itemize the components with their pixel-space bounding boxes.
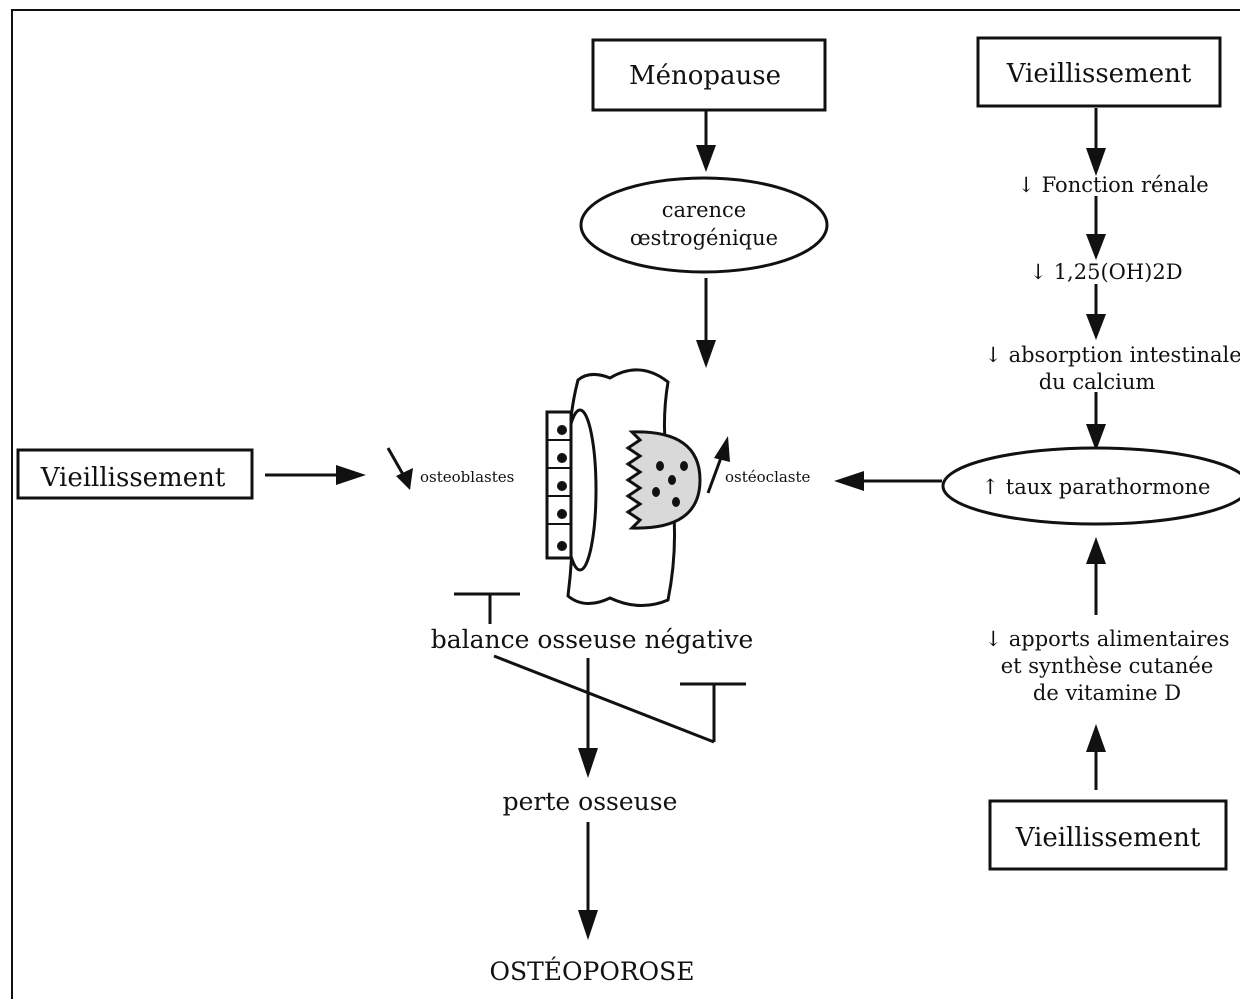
osteoblasts-decrease-arrow bbox=[388, 448, 413, 490]
arrow-aging-to-intake bbox=[1086, 724, 1106, 790]
aging-node-top: Vieillissement bbox=[978, 38, 1220, 106]
aging-node-left: Vieillissement bbox=[18, 450, 252, 498]
aging-bottom-label: Vieillissement bbox=[1015, 823, 1201, 853]
absorption-line2: du calcium bbox=[1039, 370, 1156, 394]
vitamin-d-label: ↓ 1,25(OH)2D bbox=[1029, 260, 1182, 284]
osteoporosis-label: OSTÉOPOROSE bbox=[489, 957, 694, 986]
bone-illustration bbox=[547, 370, 700, 606]
renal-function-label: ↓ Fonction rénale bbox=[1017, 173, 1208, 197]
parathormone-node: ↑ taux parathormone bbox=[943, 448, 1240, 524]
arrow-menopause-to-estrogen bbox=[696, 110, 716, 172]
osteoblasts-label: osteoblastes bbox=[420, 468, 514, 486]
intake-line3: de vitamine D bbox=[1033, 681, 1181, 705]
arrow-vitd-to-absorption bbox=[1086, 284, 1106, 340]
inhibition-bar-left bbox=[454, 594, 520, 624]
aging-top-label: Vieillissement bbox=[1006, 59, 1192, 89]
inhibition-bar-right bbox=[494, 656, 746, 742]
osteoclast-label: ostéoclaste bbox=[725, 468, 811, 486]
aging-left-label: Vieillissement bbox=[40, 463, 226, 493]
parathormone-label: ↑ taux parathormone bbox=[982, 475, 1211, 499]
menopause-node: Ménopause bbox=[593, 40, 825, 110]
arrow-estrogen-to-bone bbox=[696, 278, 716, 368]
arrow-renal-to-vitd bbox=[1086, 196, 1106, 260]
menopause-label: Ménopause bbox=[629, 61, 781, 91]
arrow-aging-to-renal bbox=[1086, 108, 1106, 176]
intake-line2: et synthèse cutanée bbox=[1001, 654, 1214, 678]
arrow-absorption-to-pth bbox=[1086, 392, 1106, 451]
arrow-aging-to-osteoblasts bbox=[265, 465, 366, 485]
arrow-pth-to-osteoclast bbox=[834, 471, 942, 491]
negative-balance-label: balance osseuse négative bbox=[431, 625, 754, 654]
absorption-line1: ↓ absorption intestinale bbox=[984, 343, 1240, 367]
aging-node-bottom: Vieillissement bbox=[990, 801, 1226, 869]
arrow-loss-to-osteoporosis bbox=[578, 822, 598, 940]
arrow-balance-to-loss bbox=[578, 658, 598, 778]
intake-line1: ↓ apports alimentaires bbox=[985, 627, 1230, 651]
arrow-intake-to-pth bbox=[1086, 537, 1106, 615]
estrogen-deficiency-line1: carence bbox=[662, 198, 746, 222]
estrogen-deficiency-line2: œstrogénique bbox=[630, 226, 778, 250]
estrogen-deficiency-node: carence œstrogénique bbox=[581, 178, 827, 272]
bone-loss-label: perte osseuse bbox=[503, 787, 678, 816]
